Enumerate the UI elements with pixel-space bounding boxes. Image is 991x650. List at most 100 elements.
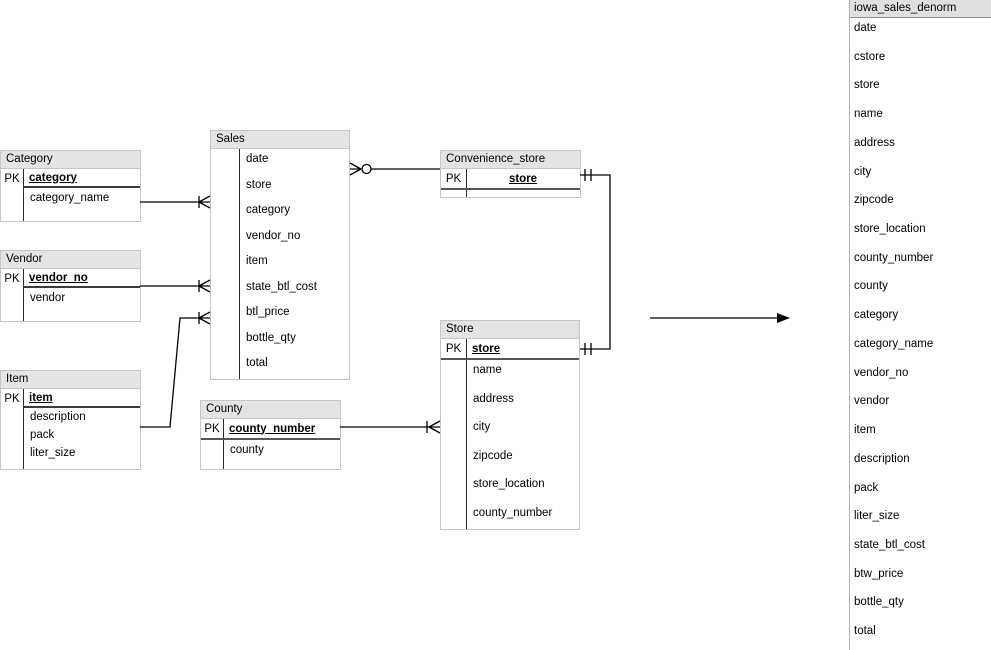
entity-table-store[interactable]: Store PK store name address city zipcode…	[440, 320, 580, 530]
pk-column-divider	[466, 169, 467, 197]
denorm-field-row: liter_size	[850, 506, 991, 535]
table-title: Store	[441, 321, 579, 339]
field-name: store	[854, 79, 880, 92]
field-name: description	[854, 452, 910, 465]
field-name: vendor	[30, 291, 66, 304]
field-name: county_number	[473, 506, 553, 519]
field-name: description	[30, 411, 86, 423]
field-name: category	[246, 204, 291, 216]
field-name: liter_size	[854, 510, 900, 523]
field-name: city	[473, 421, 491, 433]
field-name: liter_size	[30, 447, 76, 459]
denorm-field-row: vendor	[850, 391, 991, 420]
table-body: PK category category_name	[1, 169, 140, 221]
field-row: store	[211, 175, 349, 201]
denorm-field-row: store_location	[850, 219, 991, 248]
field-name: vendor	[854, 395, 890, 408]
field-row: store_location	[441, 474, 579, 503]
table-title: Sales	[211, 131, 349, 149]
field-name: address	[473, 392, 514, 405]
field-name: store	[246, 178, 272, 191]
relationship-category-sales[interactable]	[140, 195, 211, 209]
field-row: date	[211, 149, 349, 175]
table-body: date store category vendor_no item state…	[211, 149, 349, 379]
denorm-field-row: category_name	[850, 334, 991, 363]
field-name: date	[246, 153, 269, 165]
field-name: category_name	[30, 191, 110, 204]
flow-arrow[interactable]	[650, 313, 790, 323]
field-row: county_number	[441, 503, 579, 530]
field-name: store_location	[854, 223, 926, 236]
pk-field-name: item	[23, 389, 140, 408]
field-name: btl_price	[246, 306, 290, 318]
pk-column-divider	[23, 169, 24, 221]
entity-table-convenience-store[interactable]: Convenience_store PK store	[440, 150, 581, 198]
field-name: zipcode	[854, 194, 894, 207]
field-row: vendor_no	[211, 226, 349, 252]
field-row: description	[1, 408, 140, 426]
table-title: Convenience_store	[441, 151, 580, 169]
field-name: bottle_qty	[246, 331, 296, 344]
pk-label: PK	[4, 272, 20, 285]
pk-label: PK	[4, 172, 20, 185]
entity-table-item[interactable]: Item PK item description pack liter_size	[0, 370, 141, 470]
denorm-field-row: cstore	[850, 47, 991, 76]
field-name: pack	[854, 481, 879, 494]
field-row: name	[441, 360, 579, 389]
field-name: total	[246, 357, 268, 369]
field-name: category	[854, 309, 899, 322]
field-name: address	[854, 136, 895, 149]
pk-label: PK	[445, 342, 462, 355]
field-row: category_name	[1, 188, 140, 207]
denorm-field-row: item	[850, 420, 991, 449]
relationship-sales-convenience-store[interactable]	[349, 162, 440, 176]
field-name: county	[854, 280, 888, 293]
denorm-field-row: county	[850, 276, 991, 305]
pk-field-row: PK store	[441, 339, 579, 360]
field-name: pack	[30, 429, 55, 441]
pk-column-divider	[223, 419, 224, 469]
pk-field-row: PK store	[441, 169, 580, 190]
denorm-table-panel[interactable]: iowa_sales_denorm date cstore store name…	[849, 0, 991, 650]
pk-column-divider	[466, 339, 467, 529]
pk-label: PK	[445, 172, 462, 185]
field-row: state_btl_cost	[211, 277, 349, 303]
denorm-field-row: city	[850, 162, 991, 191]
field-row: bottle_qty	[211, 328, 349, 354]
table-title: Vendor	[1, 251, 140, 269]
field-name: store_location	[473, 478, 545, 490]
entity-table-category[interactable]: Category PK category category_name	[0, 150, 141, 222]
entity-table-county[interactable]: County PK county_number county	[200, 400, 341, 470]
pk-column-divider	[23, 269, 24, 321]
field-row: liter_size	[1, 444, 140, 462]
field-row: total	[211, 353, 349, 379]
entity-table-vendor[interactable]: Vendor PK vendor_no vendor	[0, 250, 141, 322]
field-row: item	[211, 251, 349, 277]
relationship-convenience-store-store[interactable]	[580, 169, 611, 355]
field-name: bottle_qty	[854, 596, 904, 609]
pk-field-name: vendor_no	[23, 269, 140, 288]
denorm-field-row: category	[850, 305, 991, 334]
pk-label: PK	[4, 392, 20, 405]
field-name: cstore	[854, 50, 886, 63]
relationship-vendor-sales[interactable]	[140, 279, 211, 293]
field-row: city	[441, 417, 579, 446]
field-row: btl_price	[211, 302, 349, 328]
denorm-field-row: state_btl_cost	[850, 535, 991, 564]
relationship-county-store[interactable]	[340, 420, 441, 434]
table-body: PK store	[441, 169, 580, 197]
table-title: County	[201, 401, 340, 419]
field-name: category_name	[854, 337, 934, 350]
entity-table-sales[interactable]: Sales date store category vendor_no item…	[210, 130, 350, 380]
denorm-field-row: zipcode	[850, 190, 991, 219]
field-name: btw_price	[854, 567, 904, 580]
denorm-field-row: bottle_qty	[850, 592, 991, 621]
denorm-field-row: store	[850, 75, 991, 104]
denorm-field-row: btw_price	[850, 564, 991, 593]
pk-column-divider	[239, 149, 240, 379]
denorm-field-row: pack	[850, 478, 991, 507]
pk-field-row: PK item	[1, 389, 140, 408]
field-name: name	[854, 108, 883, 121]
field-name: date	[854, 22, 877, 34]
